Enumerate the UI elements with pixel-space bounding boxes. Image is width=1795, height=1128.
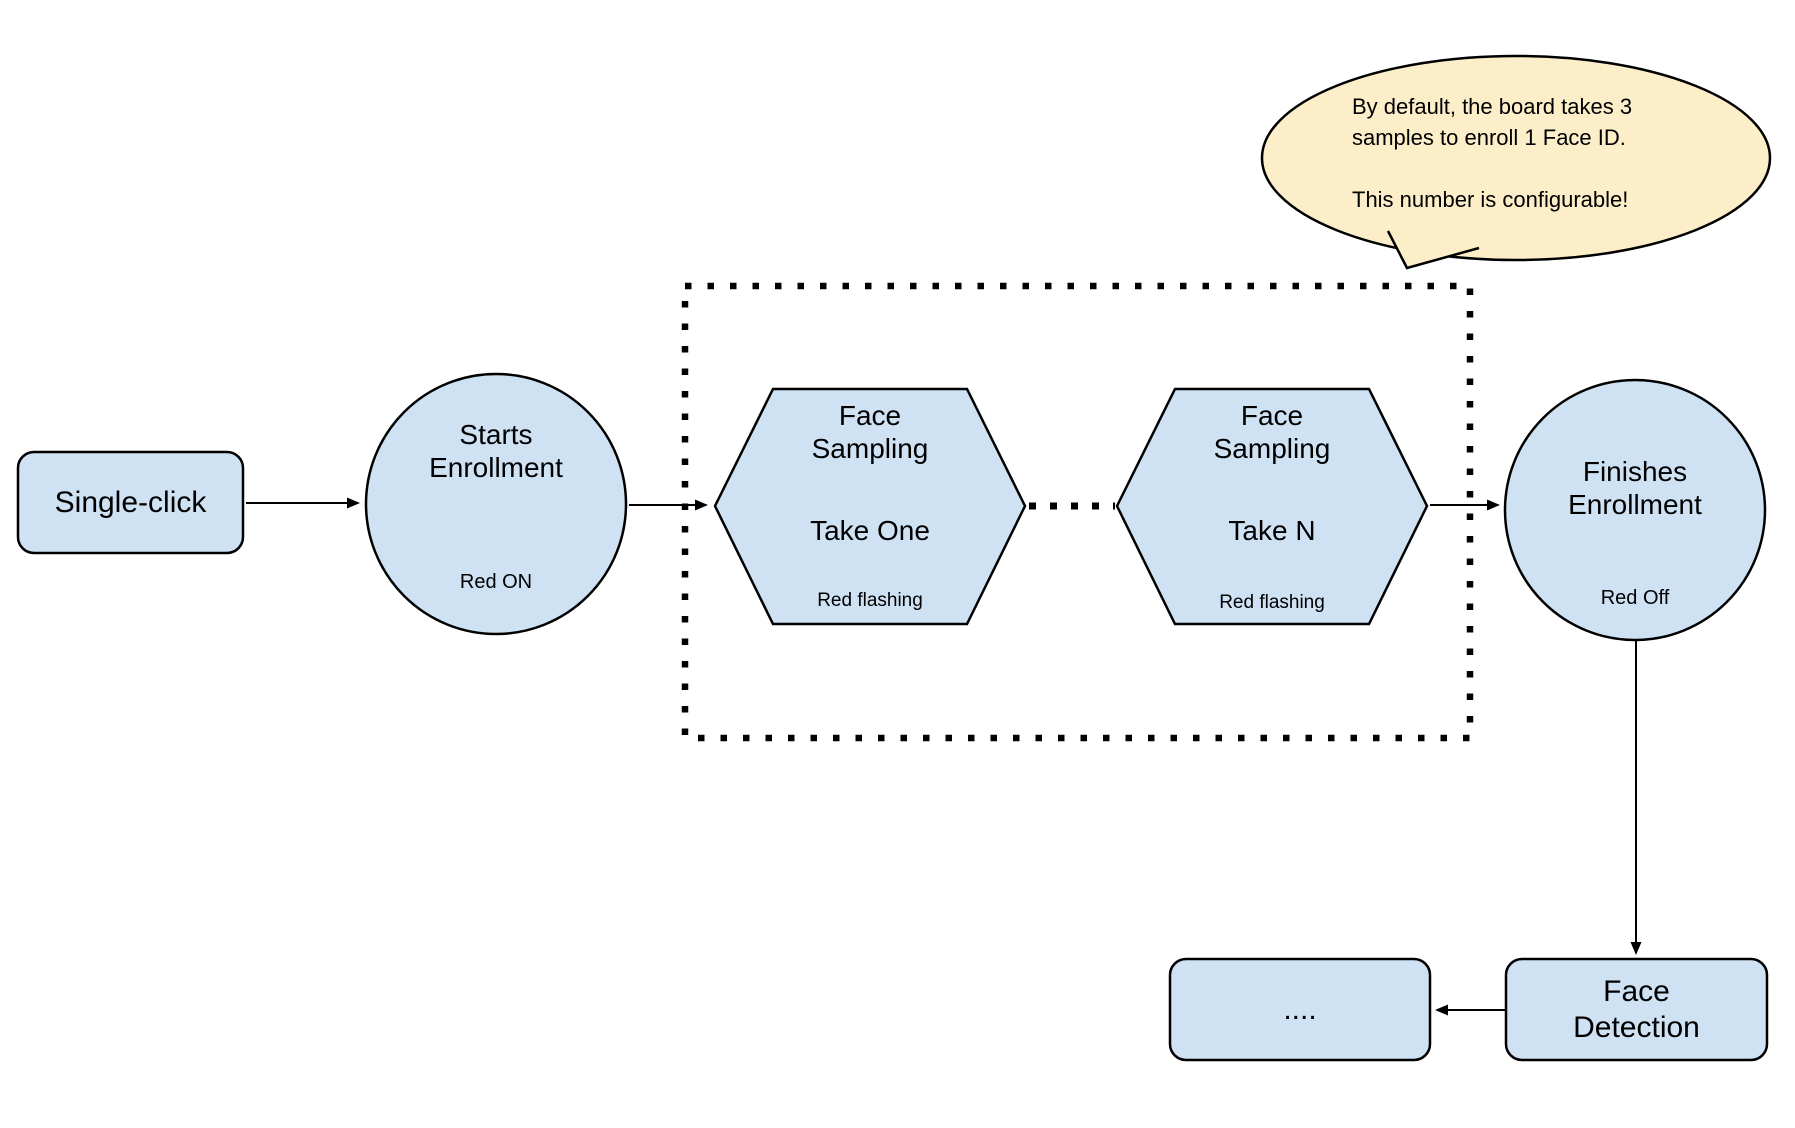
single-click-node: [16, 450, 245, 555]
continuation-label: ....: [1170, 959, 1430, 1060]
callout-line-1: By default, the board takes 3: [1352, 94, 1633, 119]
finishes-enrollment-label: Finishes Enrollment: [1505, 455, 1765, 521]
face-sampling-one-line1: Face: [838, 400, 902, 431]
finishes-enrollment-line2: Enrollment: [1568, 489, 1702, 520]
face-sampling-n-node: [1115, 387, 1429, 626]
face-sampling-n-sublabel: Red flashing: [1219, 592, 1325, 613]
face-detection-line1: Face: [1603, 974, 1670, 1008]
callout-bubble-text: By default, the board takes 3 samples to…: [1352, 91, 1692, 215]
face-sampling-one-sublabel: Red flashing: [817, 590, 923, 611]
finishes-enrollment-sublabel: Red Off: [1600, 587, 1670, 609]
finishes-enrollment-line1: Finishes: [1582, 456, 1688, 487]
callout-line-4: This number is configurable!: [1352, 187, 1629, 212]
face-detection-line2: Detection: [1573, 1010, 1700, 1044]
continuation-node: [1168, 957, 1432, 1062]
face-sampling-one-line2: Sampling: [811, 433, 929, 464]
callout-bubble: [1260, 54, 1772, 262]
face-detection-label: Face Detection: [1506, 959, 1767, 1060]
continuation-text: ....: [1283, 992, 1317, 1026]
starts-enrollment-sublabel: Red ON: [459, 571, 533, 593]
face-sampling-one-label: Face Sampling: [715, 399, 1025, 465]
starts-enrollment-line2: Enrollment: [429, 452, 563, 483]
single-click-text: Single-click: [54, 485, 207, 519]
starts-enrollment-label: Starts Enrollment: [366, 418, 626, 484]
face-sampling-n-take-label: Take N: [1228, 515, 1316, 546]
callout-line-3: [1352, 153, 1692, 184]
face-sampling-n-line2: Sampling: [1213, 433, 1331, 464]
finishes-enrollment-node: [1503, 378, 1767, 642]
face-sampling-n-label: Face Sampling: [1117, 399, 1427, 465]
face-sampling-n-line1: Face: [1240, 400, 1304, 431]
starts-enrollment-line1: Starts: [459, 419, 533, 450]
single-click-label: Single-click: [18, 452, 243, 553]
starts-enrollment-node: [364, 372, 628, 636]
callout-bubble-tail: [1386, 230, 1480, 270]
face-sampling-one-node: [713, 387, 1027, 626]
callout-line-2: samples to enroll 1 Face ID.: [1352, 125, 1626, 150]
face-sampling-one-take-label: Take One: [810, 515, 930, 546]
face-detection-node: [1504, 957, 1769, 1062]
